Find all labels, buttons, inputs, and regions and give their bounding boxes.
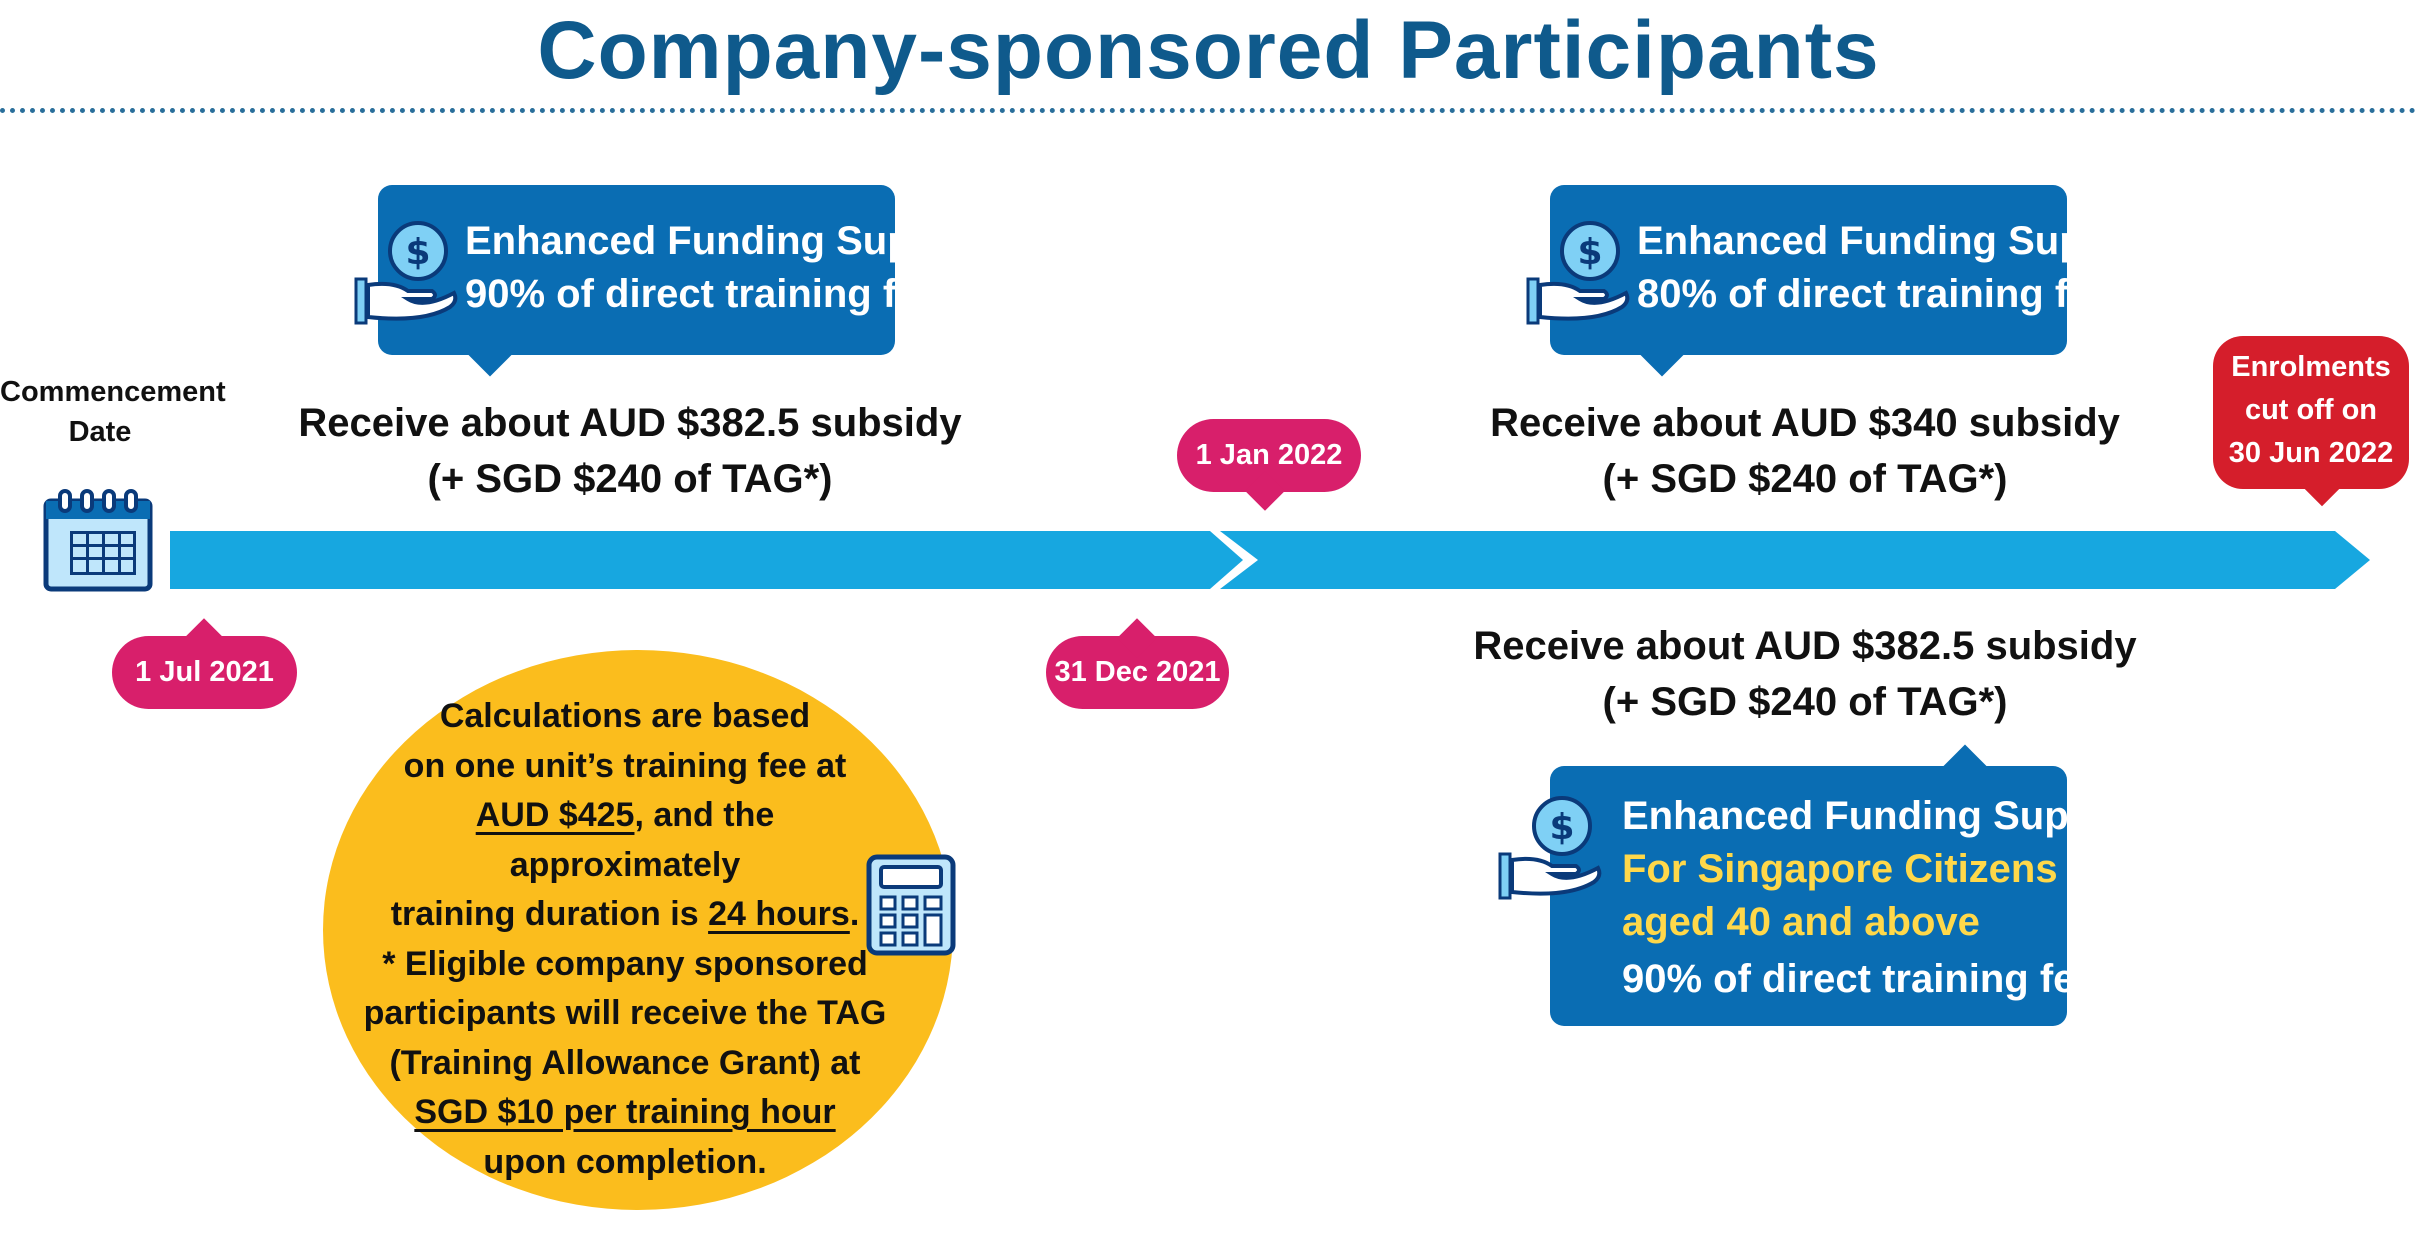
timeline-phase1-arrow [170, 531, 1243, 589]
date-end-phase1-label: 31 Dec 2021 [1054, 656, 1221, 688]
calculation-note: Calculations are based on one unit’s tra… [360, 692, 890, 1187]
enrolment-cutoff-bubble: Enrolments cut off on 30 Jun 2022 [2213, 336, 2409, 507]
phase2-senior-subsidy-line1: Receive about AUD $382.5 subsidy [1473, 624, 2137, 668]
timeline-phase2-arrow [1220, 531, 2370, 589]
phase1-subsidy: Receive about AUD $382.5 subsidy (+ SGD … [280, 395, 980, 507]
money-hand-icon: $ [354, 221, 458, 325]
senior-callout-eligibility-2: aged 40 and above [1622, 900, 1980, 944]
note-hours: 24 hours [708, 895, 850, 933]
phase2-funding-callout: $ Enhanced Funding Support 80% of direct… [1526, 185, 2161, 377]
calculation-note-circle [323, 650, 953, 1210]
calendar-icon [43, 489, 153, 592]
money-hand-icon: $ [1498, 796, 1602, 900]
note-rate: SGD $10 per training hour [414, 1093, 836, 1131]
note-line-6: participants will receive the TAG [363, 994, 887, 1032]
note-line-9: upon completion. [483, 1142, 767, 1181]
senior-callout-heading: Enhanced Funding Support [1622, 794, 2147, 838]
phase2-subsidy-line2: (+ SGD $240 of TAG*) [1602, 457, 2008, 501]
phase2-senior-subsidy: Receive about AUD $382.5 subsidy (+ SGD … [1455, 618, 2155, 730]
page-title: Company-sponsored Participants [537, 5, 1880, 96]
svg-text:$: $ [1549, 807, 1574, 848]
phase2-senior-funding-callout: $ Enhanced Funding Support For Singapore… [1498, 744, 2146, 1026]
note-line-2: on one unit’s training fee at [403, 746, 847, 785]
timeline-bar [170, 531, 2370, 589]
date-start-label: 1 Jul 2021 [135, 656, 274, 688]
phase2-callout-rate: 80% of direct training fee [1637, 272, 2113, 316]
note-line-4-post: . [849, 895, 860, 933]
cutoff-line-2: cut off on [2244, 394, 2378, 426]
phase1-subsidy-line2: (+ SGD $240 of TAG*) [427, 457, 833, 501]
note-fee: AUD $425 [475, 796, 635, 834]
note-line-3-rest: , and the approximately [509, 796, 775, 884]
phase2-senior-subsidy-line2: (+ SGD $240 of TAG*) [1602, 680, 2008, 724]
phase2-subsidy: Receive about AUD $340 subsidy (+ SGD $2… [1455, 395, 2155, 507]
phase1-subsidy-line1: Receive about AUD $382.5 subsidy [298, 401, 962, 445]
commencement-line-1: Commencement [0, 376, 226, 408]
note-line-1: Calculations are based [439, 697, 811, 735]
money-hand-icon: $ [1526, 221, 1630, 325]
phase2-callout-heading: Enhanced Funding Support [1637, 219, 2162, 263]
date-bubble-start-phase2: 1 Jan 2022 [1177, 419, 1361, 511]
title-divider [0, 108, 2417, 113]
date-bubble-start: 1 Jul 2021 [112, 618, 297, 709]
svg-text:$: $ [1577, 232, 1602, 273]
note-line-7: (Training Allowance Grant) at [389, 1043, 861, 1082]
note-line-8: SGD $10 per training hour [360, 1088, 890, 1138]
note-line-4-pre: training duration is [390, 895, 699, 933]
note-line-3: AUD $425, and the approximately [360, 791, 890, 890]
phase1-callout-heading: Enhanced Funding Support [465, 219, 990, 263]
phase1-funding-callout: $ Enhanced Funding Support 90% of direct… [354, 185, 989, 377]
commencement-label: Commencement Date [0, 372, 226, 452]
senior-callout-eligibility-1: For Singapore Citizens [1622, 847, 2058, 891]
date-bubble-end-phase1: 31 Dec 2021 [1046, 618, 1229, 709]
svg-text:$: $ [405, 232, 430, 273]
note-line-5: * Eligible company sponsored [382, 944, 868, 983]
calculator-icon [866, 854, 956, 956]
commencement-line-2: Date [68, 416, 132, 448]
phase1-callout-rate: 90% of direct training fee [465, 272, 941, 316]
date-start-phase2-label: 1 Jan 2022 [1195, 439, 1343, 471]
phase2-subsidy-line1: Receive about AUD $340 subsidy [1490, 401, 2120, 445]
note-line-4: training duration is 24 hours. [360, 890, 890, 940]
senior-callout-rate: 90% of direct training fee [1622, 957, 2098, 1001]
cutoff-line-1: Enrolments [2231, 351, 2391, 383]
cutoff-line-3: 30 Jun 2022 [2228, 437, 2394, 469]
